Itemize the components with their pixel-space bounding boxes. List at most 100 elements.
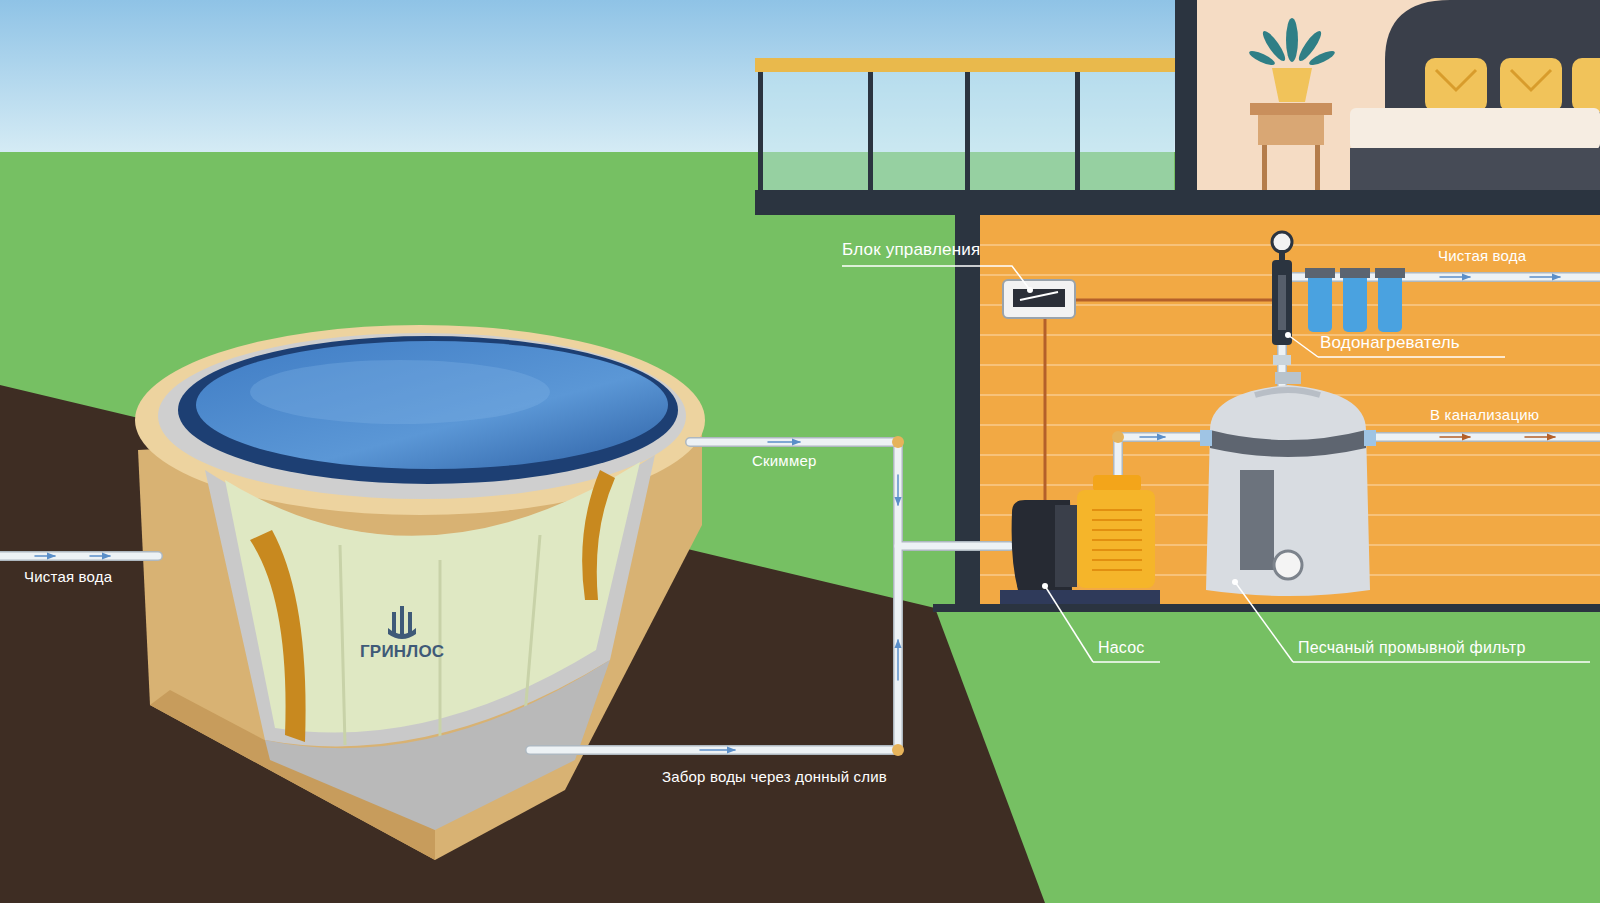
pipes-part-part [700,749,735,751]
pump-part-part [1092,519,1142,521]
clean-water-label: Чистая вода [24,568,112,586]
house [755,0,1600,215]
control-block-part [1020,292,1058,300]
skimmer-label: Скиммер [752,452,816,470]
pump-part-part [1092,559,1142,561]
house-part [1425,58,1487,112]
house-part-part [1248,48,1277,67]
pump-part-part [1092,549,1142,551]
pipes-part [1112,431,1124,443]
pump-part [1092,510,1142,570]
sand-filter-part [1275,372,1301,384]
pipes-part-part [530,442,898,750]
pump-label: Насос [1098,638,1145,657]
pool-part [250,360,550,424]
house-part [1197,0,1600,190]
pipes-part-part [898,543,1010,550]
sand-filter-part [1200,430,1212,446]
pump-part [1093,475,1141,491]
pool-part-part [340,545,345,745]
basement-wall-part [980,215,1600,605]
leader-lines-part [1288,335,1318,357]
pool-part [250,530,306,742]
house-part [1262,145,1267,190]
leader-dots-part [1232,579,1238,585]
pipes-part [0,277,1600,750]
house-part-part [1308,48,1337,67]
pipes-part-part [1530,276,1560,278]
house-part [868,72,873,192]
water-heater [1272,232,1292,365]
brand-logo-text: ГРИНЛОС [360,642,444,662]
pipes-part-part [897,640,899,680]
leader-dots-part [1027,287,1033,293]
house-part [758,72,763,192]
house-part [1258,115,1324,145]
control-wires-part [1073,299,1273,302]
pump-part-part [1092,529,1142,531]
water-heater-label: Водонагреватель [1320,333,1460,353]
pipes-part-part [768,441,800,443]
sand-filter-part [1206,385,1370,596]
sand-filter-part [1210,430,1366,457]
control-block-part [1013,289,1065,307]
pipes [0,277,1600,756]
sand-filter [1200,372,1376,596]
house-part [1350,108,1600,150]
water-heater-part [1278,275,1286,330]
pump-part-part [1092,539,1142,541]
leader-dots [1027,287,1291,589]
pipes-part-part [1525,436,1555,438]
pipes-part-part [1440,436,1470,438]
pump-part [1055,505,1077,587]
pipes-part-part [897,475,899,505]
pump-part [1000,590,1160,604]
house-part [965,72,970,192]
bottom-drain-label: Забор воды через донный слив [655,768,887,786]
pipes-part-part [898,541,1010,551]
pool-part [196,341,668,469]
sand-filter-label: Песчаный промывной фильтр [1298,638,1526,657]
pipes-part-part [1292,272,1600,282]
pipes-part [892,744,904,756]
house-part [1272,68,1312,102]
pool-part-part [525,535,540,715]
pipes-part [0,277,1600,750]
house-part [1436,70,1551,90]
leader-lines [842,266,1590,662]
clean-water-label: Чистая вода [1438,247,1526,265]
basement-wall [933,215,1600,612]
background-part [0,152,1600,903]
water-heater-part [1272,260,1292,345]
house-part [1350,148,1600,190]
pipes-part-part [1140,436,1165,438]
pool-part [388,606,416,639]
pump-part-part [1092,509,1142,511]
house-part [1572,58,1600,112]
pipes-part-part [1370,434,1600,441]
pipes-part [35,277,1560,750]
leader-lines-part [1235,582,1293,662]
control-block-label: Блок управления [842,240,980,260]
house-part [755,190,1600,215]
pool [135,325,705,860]
house-part [1075,72,1080,192]
pool-part-part [388,628,416,639]
water-heater-part [1272,232,1292,252]
pipes-part-part [0,551,158,561]
pipes-part-part [1370,432,1600,442]
cartridge-filters-part [1340,268,1370,278]
pump [1000,475,1160,604]
pipes-part [1440,436,1555,438]
cartridge-filters-part [1378,270,1402,332]
pump-part [1077,490,1155,588]
cartridge-filters-part [1375,268,1405,278]
leader-dots-part [1285,332,1291,338]
house-part [1500,58,1562,112]
pool-part [582,470,615,600]
pipes-part [892,436,904,448]
pool-part-part [392,612,396,634]
basement-wall-part [933,604,1600,612]
